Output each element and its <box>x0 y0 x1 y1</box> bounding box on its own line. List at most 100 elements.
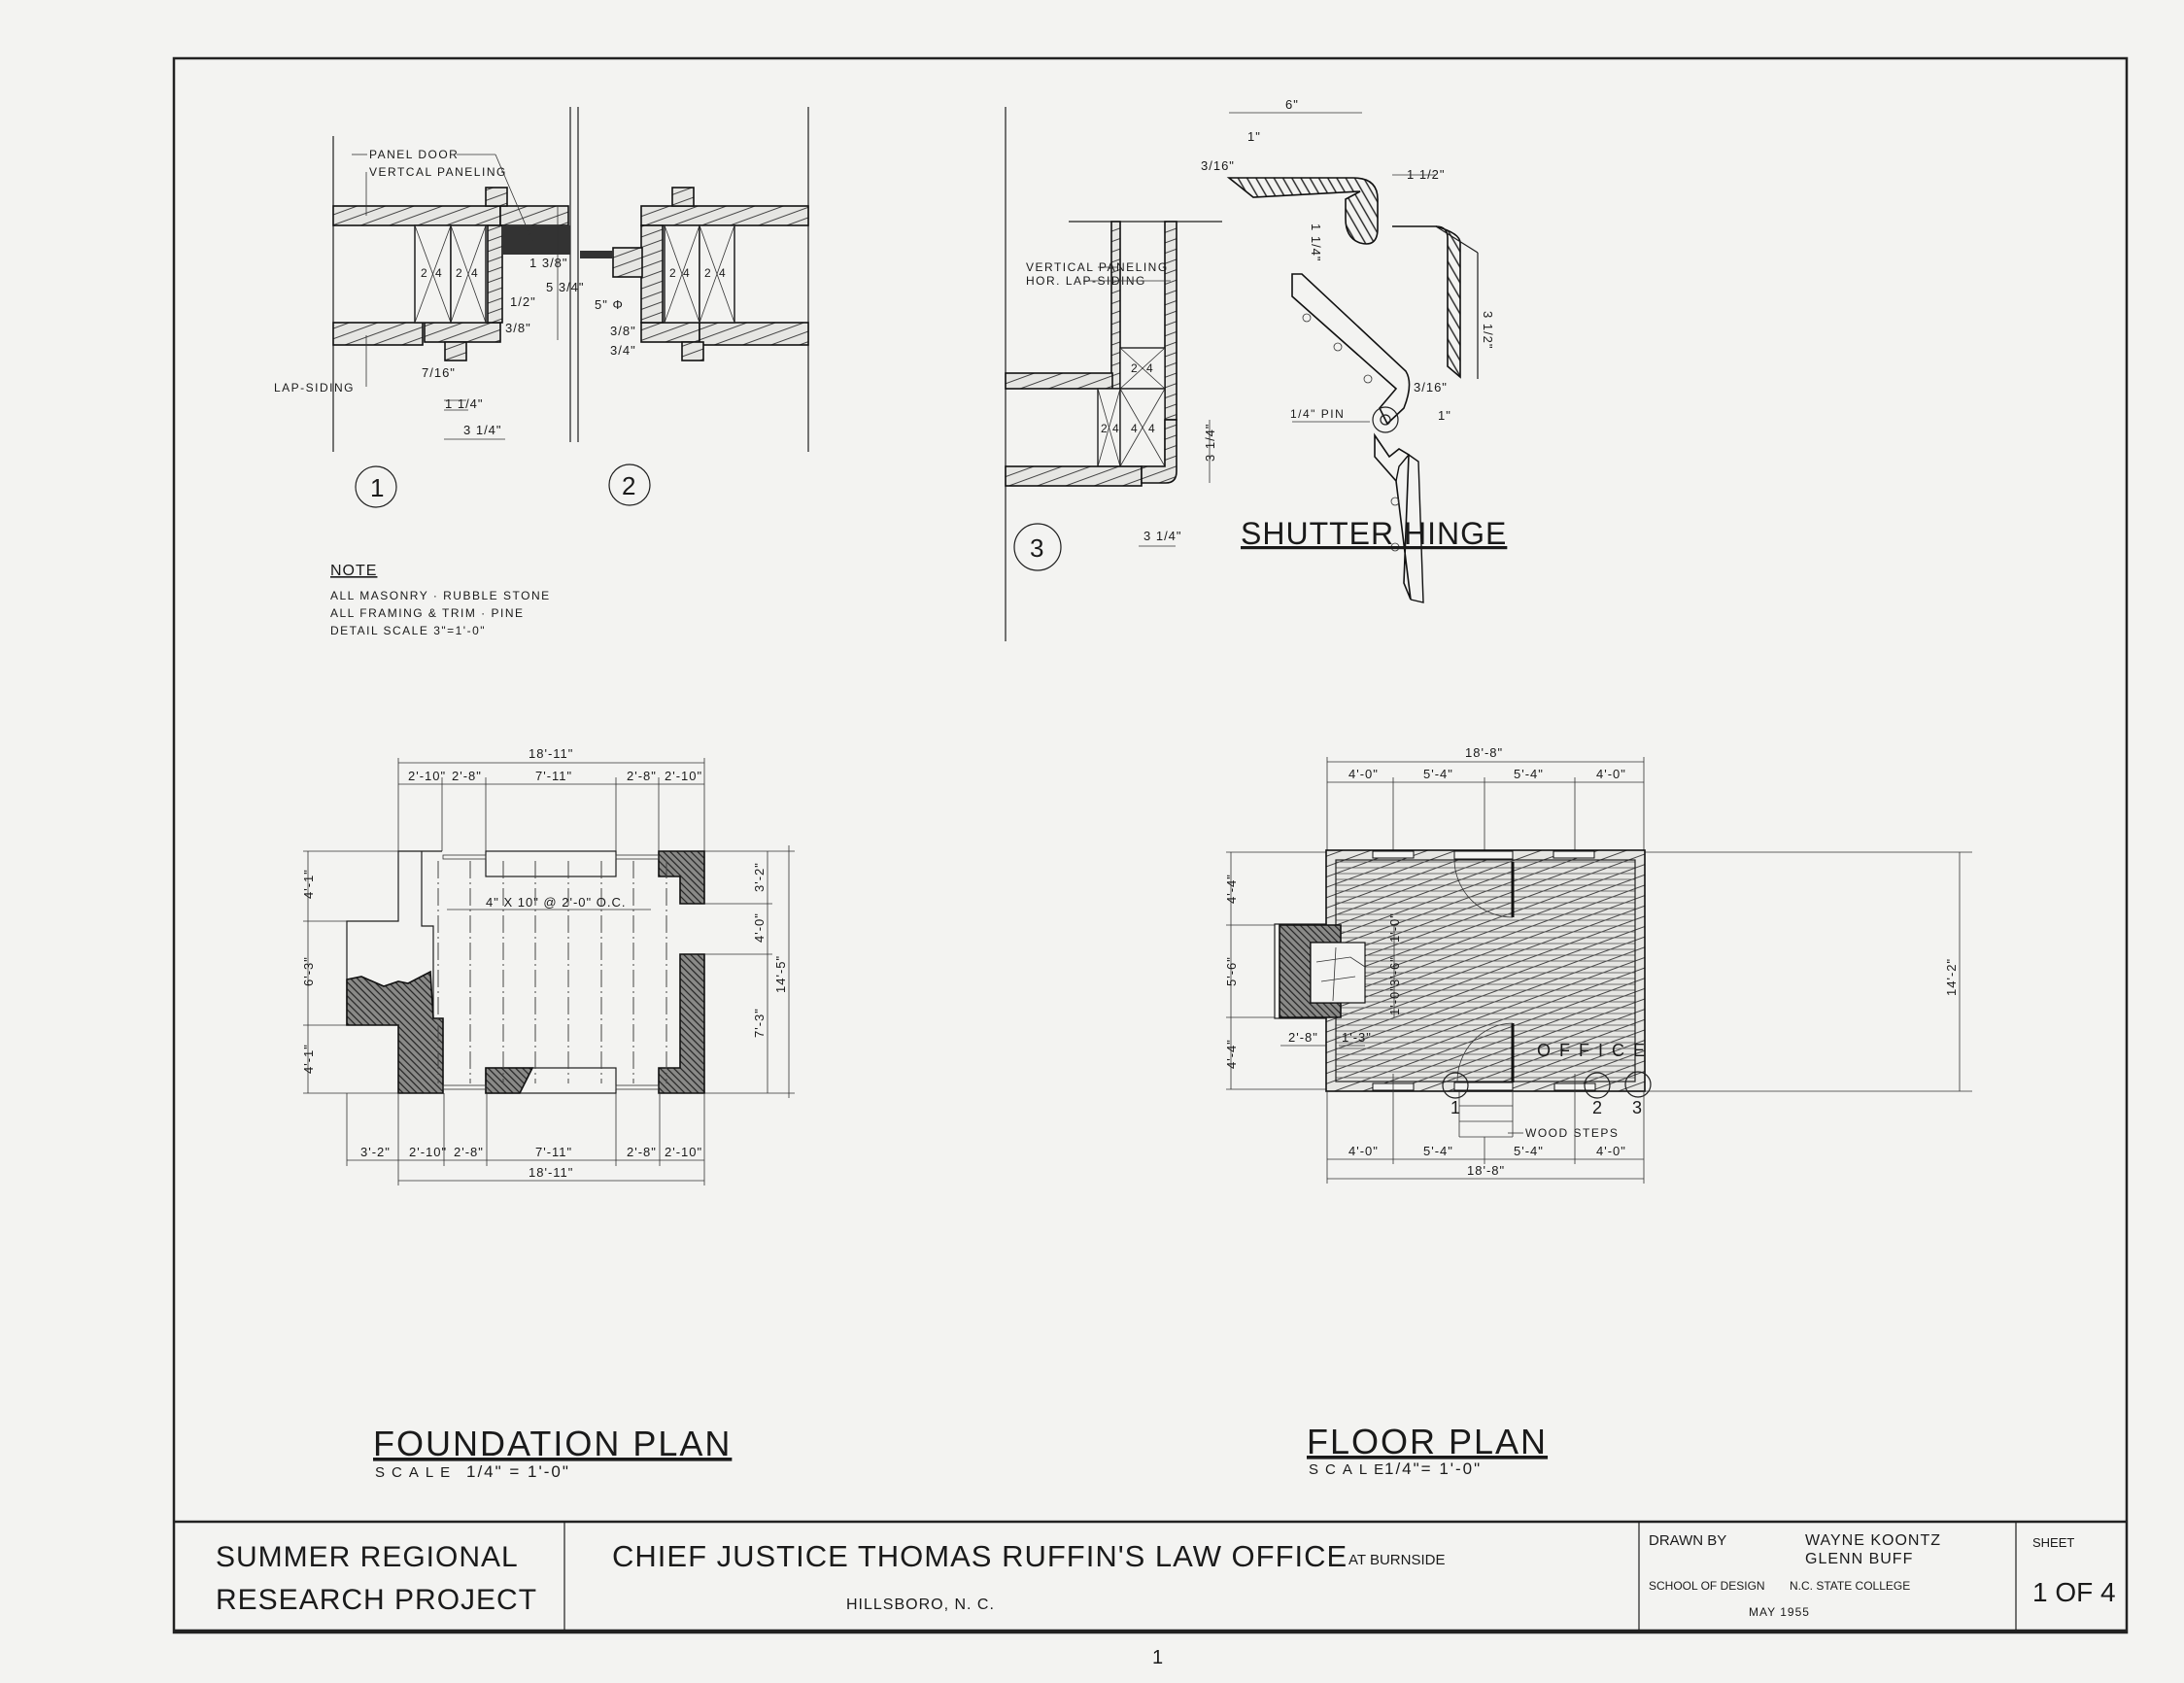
dimension-text: 2'-8" <box>627 769 657 783</box>
dimension-text: 4'-0" <box>1348 1144 1379 1158</box>
stud-label: 4 <box>1131 422 1139 435</box>
dimension-text: 18'-8" <box>1465 745 1503 760</box>
scale-label: SCALE <box>375 1464 457 1481</box>
drafter-name: WAYNE KOONTZ <box>1805 1532 1941 1549</box>
dimension-text: 14'-2" <box>1944 958 1959 996</box>
note-line: DETAIL SCALE 3"=1'-0" <box>330 624 486 637</box>
foundation-plan-title: FOUNDATION PLAN <box>373 1424 732 1463</box>
dimension-text: 7'-11" <box>535 769 572 783</box>
dimension-text: 5'-4" <box>1423 767 1453 781</box>
page-number: 1 <box>1152 1647 1163 1668</box>
detail-marker-1-number: 1 <box>370 473 384 502</box>
dimension-text: 2'-8" <box>627 1145 657 1159</box>
section-marker-2 <box>1584 1072 1611 1099</box>
dimension-text: 1 1/4" <box>445 396 484 411</box>
dimension-text: 4'-0" <box>1348 767 1379 781</box>
foundation-plan: 18'-11" 2'-10" 2'-8" 7'-11" 2'-8" 2'-10"… <box>301 746 795 1481</box>
date: MAY 1955 <box>1749 1605 1810 1619</box>
section-marker-label: 2 <box>1592 1098 1602 1117</box>
scale-value: 1/4" = 1'-0" <box>466 1462 570 1481</box>
dimension-text: 2'-8" <box>454 1145 484 1159</box>
college: N.C. STATE COLLEGE <box>1790 1579 1910 1593</box>
dimension-text: 1'-0" <box>1387 912 1402 943</box>
hinge-pin-label: 1/4" PIN <box>1290 407 1345 421</box>
project-name-line1: SUMMER REGIONAL <box>216 1541 519 1573</box>
wood-steps <box>1458 1091 1523 1138</box>
dimension-text: 6'-3" <box>301 956 316 986</box>
dimension-text: 2'-8" <box>452 769 482 783</box>
detail-marker-1 <box>355 465 397 508</box>
detail-marker-2-number: 2 <box>622 471 635 500</box>
dimension-text: 4'-0" <box>1596 767 1626 781</box>
dimension-text: 7/16" <box>422 365 456 380</box>
dimension-text: 7'-3" <box>752 1008 767 1038</box>
dimension-text: 3 1/4" <box>1203 423 1217 462</box>
dimension-text: 4'-0" <box>752 912 767 943</box>
stud-label: 2 <box>456 266 463 280</box>
drawing-title: CHIEF JUSTICE THOMAS RUFFIN'S LAW OFFICE <box>612 1539 1348 1573</box>
stud-label: 4 <box>435 266 443 280</box>
dimension-text: 2'-8" <box>1288 1030 1318 1045</box>
dimension-text: 14'-5" <box>773 955 788 993</box>
dimension-text: 3 1/2" <box>1481 311 1495 350</box>
dimension-text: 3'-2" <box>360 1145 391 1159</box>
dimension-text: 1" <box>1438 408 1451 423</box>
panel-door-label: PANEL DOOR <box>369 148 459 161</box>
drafter-name: GLENN BUFF <box>1805 1551 1913 1567</box>
sheet-number: 1 OF 4 <box>2032 1577 2116 1607</box>
vertical-paneling-label: VERTCAL PANELING <box>369 165 507 179</box>
scale-label: SCALE <box>1309 1461 1390 1478</box>
dimension-text: 1'-0" <box>1387 985 1402 1015</box>
title-block: SUMMER REGIONAL RESEARCH PROJECT CHIEF J… <box>174 1520 2127 1632</box>
dimension-text: 3/4" <box>610 343 636 358</box>
vertical-paneling-label: VERTICAL PANELING <box>1026 260 1169 274</box>
dimension-text: 5'-6" <box>1224 956 1239 986</box>
drawing-title-suffix: AT BURNSIDE <box>1348 1552 1445 1568</box>
detail-1-2: 2 4 2 4 2 4 2 4 PANEL DOOR VERTCAL PANEL… <box>274 107 809 508</box>
dimension-text: 3/16" <box>1414 380 1448 395</box>
detail-3: 2 4 2 4 4 4 VERTICAL PANELING HOR. LAP-S… <box>1005 107 1222 641</box>
school: SCHOOL OF DESIGN <box>1649 1579 1765 1593</box>
project-name-line2: RESEARCH PROJECT <box>216 1584 537 1616</box>
stud-label: 4 <box>719 266 727 280</box>
dimension-text: 2'-10" <box>665 769 702 783</box>
dimension-text: 18'-11" <box>529 1165 573 1180</box>
lap-siding-label: LAP-SIDING <box>274 381 355 395</box>
dimension-text: 1" <box>1247 129 1261 144</box>
dimension-text: 3'-6" <box>1387 956 1402 986</box>
sheet-label: SHEET <box>2032 1535 2074 1550</box>
stud-label: 4 <box>471 266 479 280</box>
dimension-text: 5 3/4" <box>546 280 585 294</box>
section-marker-1 <box>1442 1072 1469 1099</box>
stud-label: 2 <box>669 266 677 280</box>
dimension-text: 1 3/8" <box>529 256 568 270</box>
section-marker-3 <box>1624 1071 1652 1098</box>
dimension-text: 4'-0" <box>1596 1144 1626 1158</box>
shutter-hinge: 6" 1" 3/16" 1 1/4" 1 1/2" 3 1/2" 3/16" 1… <box>1201 97 1506 603</box>
dimension-text: 1/2" <box>510 294 536 309</box>
scale-value: 1/4"= 1'-0" <box>1384 1460 1482 1478</box>
dimension-text: 4'-4" <box>1224 1039 1239 1069</box>
dimension-text: 7'-11" <box>535 1145 572 1159</box>
dimension-text: 4'-1" <box>301 869 316 899</box>
dimension-text: 3 1/4" <box>463 423 502 437</box>
dimension-text: 2'-10" <box>665 1145 702 1159</box>
floor-plan: 18'-8" 4'-0" 5'-4" 5'-4" 4'-0" 4'-4" 5'-… <box>1224 745 1972 1478</box>
stud-label: 4 <box>1112 422 1120 435</box>
stud-label: 2 <box>421 266 428 280</box>
stud-label: 4 <box>683 266 691 280</box>
dimension-text: 1 1/4" <box>1309 223 1323 262</box>
dimension-text: 5" Φ <box>595 297 624 312</box>
note-line: ALL FRAMING & TRIM · PINE <box>330 606 525 620</box>
dimension-text: 5'-4" <box>1423 1144 1453 1158</box>
drawn-by-label: DRAWN BY <box>1649 1532 1726 1549</box>
section-marker-label: 3 <box>1632 1098 1642 1117</box>
wood-steps-label: WOOD STEPS <box>1525 1126 1619 1140</box>
dimension-text: 1 1/2" <box>1407 167 1446 182</box>
dimension-text: 3'-2" <box>752 862 767 892</box>
dimension-text: 4'-1" <box>301 1044 316 1074</box>
dimension-text: 1'-3" <box>1342 1030 1372 1045</box>
location: HILLSBORO, N. C. <box>846 1597 995 1613</box>
joist-spec-label: 4" X 10" @ 2'-0" O.C. <box>486 895 626 910</box>
dimension-text: 3/8" <box>610 324 636 338</box>
